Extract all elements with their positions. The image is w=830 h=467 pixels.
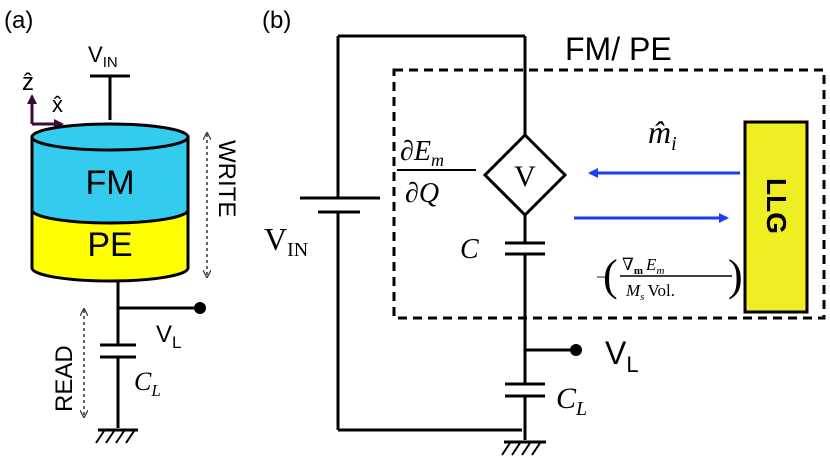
fm-pe-region-box (392, 68, 826, 320)
m-hat-label: m̂i (648, 114, 677, 155)
deriv-numerator: ∂Em (400, 136, 444, 170)
panel-a: (a) VIN ẑ x̂ FM PE WRITE VL CL (4, 7, 240, 444)
ground-icon-b (501, 440, 546, 456)
vl-node-b (570, 344, 582, 356)
vin-label-b: VIN (264, 221, 308, 261)
gradient-right-paren: ) (728, 251, 743, 300)
gradient-minus: − (596, 267, 606, 287)
panel-b-label: (b) (262, 7, 291, 34)
panel-b: (b) VIN FM/ PE V ∂Em ∂Q C VL (262, 7, 826, 456)
deriv-denominator: ∂Q (405, 178, 439, 209)
fm-label-a: FM (85, 164, 134, 202)
fm-layer (30, 135, 190, 225)
vl-label-b: VL (605, 335, 639, 377)
cap-cl-label: CL (556, 382, 587, 420)
ground-icon-a (95, 428, 138, 444)
write-label: WRITE (213, 140, 240, 217)
panel-a-label: (a) (4, 7, 33, 34)
gradient-left-paren: ( (603, 251, 618, 300)
cl-label-a: CL (134, 367, 161, 400)
llg-block (743, 120, 809, 314)
fm-pe-region-label: FM/ PE (565, 31, 672, 67)
z-axis-label: ẑ (22, 69, 34, 96)
vl-label-a: VL (156, 321, 181, 352)
vl-node-a (194, 302, 206, 314)
x-axis-label: x̂ (52, 92, 63, 117)
dependent-source-symbol: V (514, 160, 536, 193)
read-label: READ (51, 345, 78, 412)
pe-layer (30, 208, 190, 283)
cylinder-top (30, 122, 190, 152)
cap-c-label: C (460, 234, 479, 265)
pe-label-a: PE (87, 226, 132, 264)
llg-label: LLG (761, 178, 792, 234)
vin-label-a: VIN (88, 42, 118, 71)
